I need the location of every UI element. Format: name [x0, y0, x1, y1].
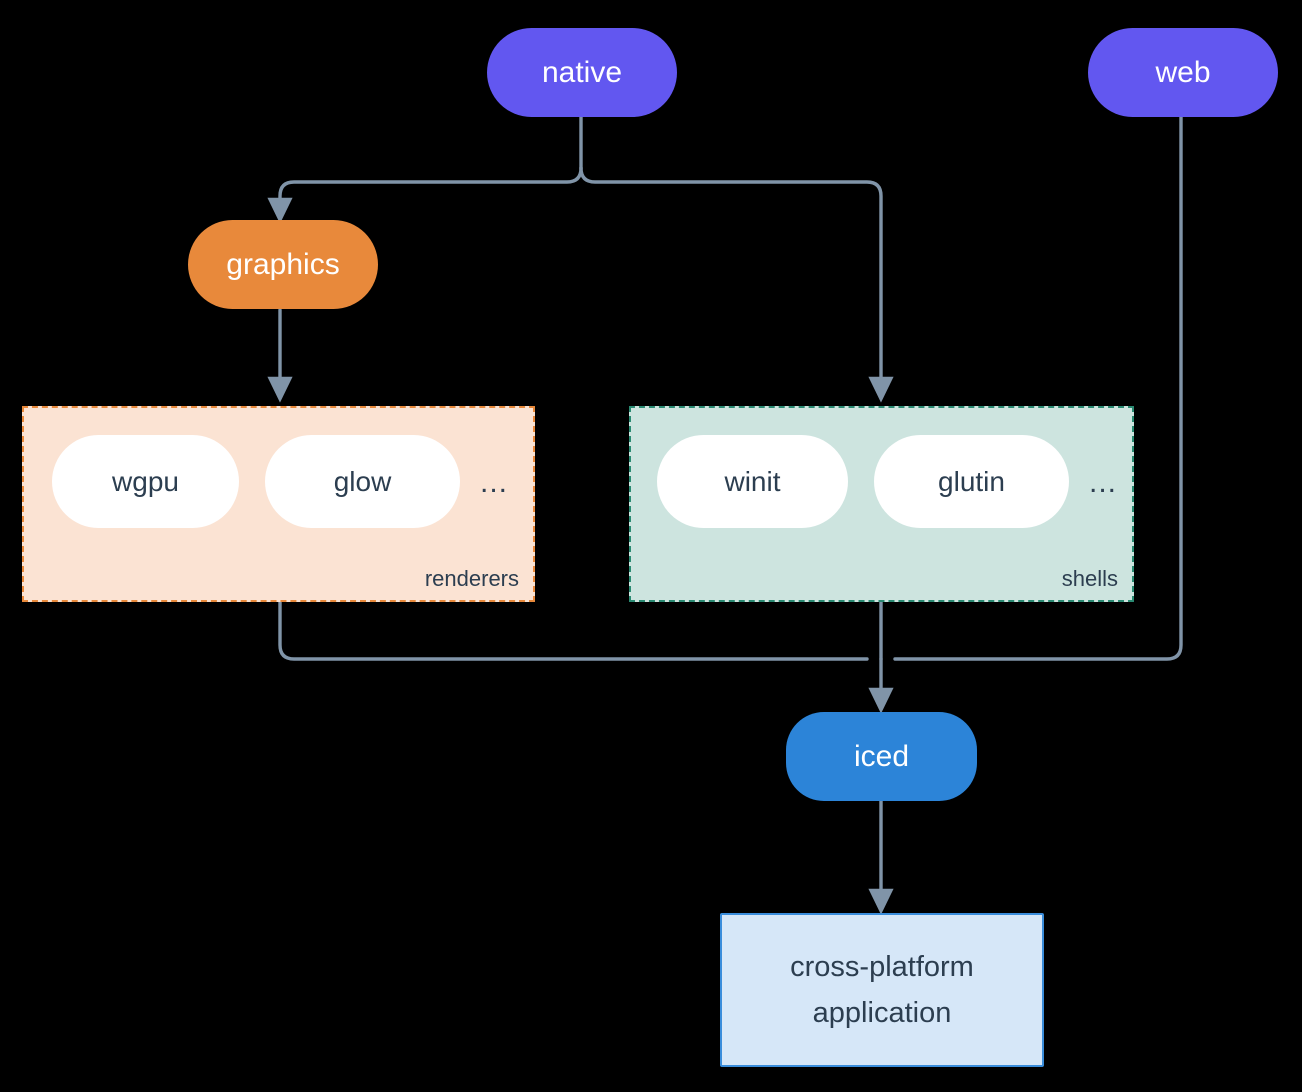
edge-native-to-graphics	[267, 166, 583, 224]
node-native[interactable]: native	[487, 28, 677, 117]
shells-more-ellipsis: ...	[1089, 466, 1118, 499]
group-shells-label: shells	[1061, 566, 1118, 591]
group-renderers-label: renderers	[424, 566, 519, 591]
group-renderers: wgpu glow ... renderers	[22, 406, 535, 602]
node-wgpu-label: wgpu	[112, 465, 179, 497]
node-native-label: native	[541, 55, 623, 89]
node-glow-label: glow	[333, 465, 392, 497]
node-application-line2: application	[812, 997, 952, 1029]
node-iced-label: iced	[853, 739, 910, 773]
edge-native-to-shells	[579, 166, 894, 403]
node-web[interactable]: web	[1088, 28, 1278, 117]
node-iced[interactable]: iced	[786, 712, 977, 801]
renderers-more-ellipsis: ...	[480, 466, 509, 499]
node-wgpu[interactable]: wgpu	[52, 435, 239, 528]
node-winit[interactable]: winit	[657, 435, 848, 528]
group-shells: winit glutin ... shells	[629, 406, 1134, 602]
node-graphics[interactable]: graphics	[188, 220, 378, 309]
node-glutin[interactable]: glutin	[874, 435, 1069, 528]
node-graphics-label: graphics	[226, 247, 340, 281]
edge-renderers-to-iced	[278, 600, 869, 661]
node-web-label: web	[1155, 55, 1211, 89]
node-winit-label: winit	[724, 465, 781, 497]
node-application-line1: cross-platform	[790, 950, 974, 983]
node-glutin-label: glutin	[938, 465, 1005, 497]
node-application[interactable]: cross-platform application	[720, 913, 1044, 1067]
node-glow[interactable]: glow	[265, 435, 460, 528]
